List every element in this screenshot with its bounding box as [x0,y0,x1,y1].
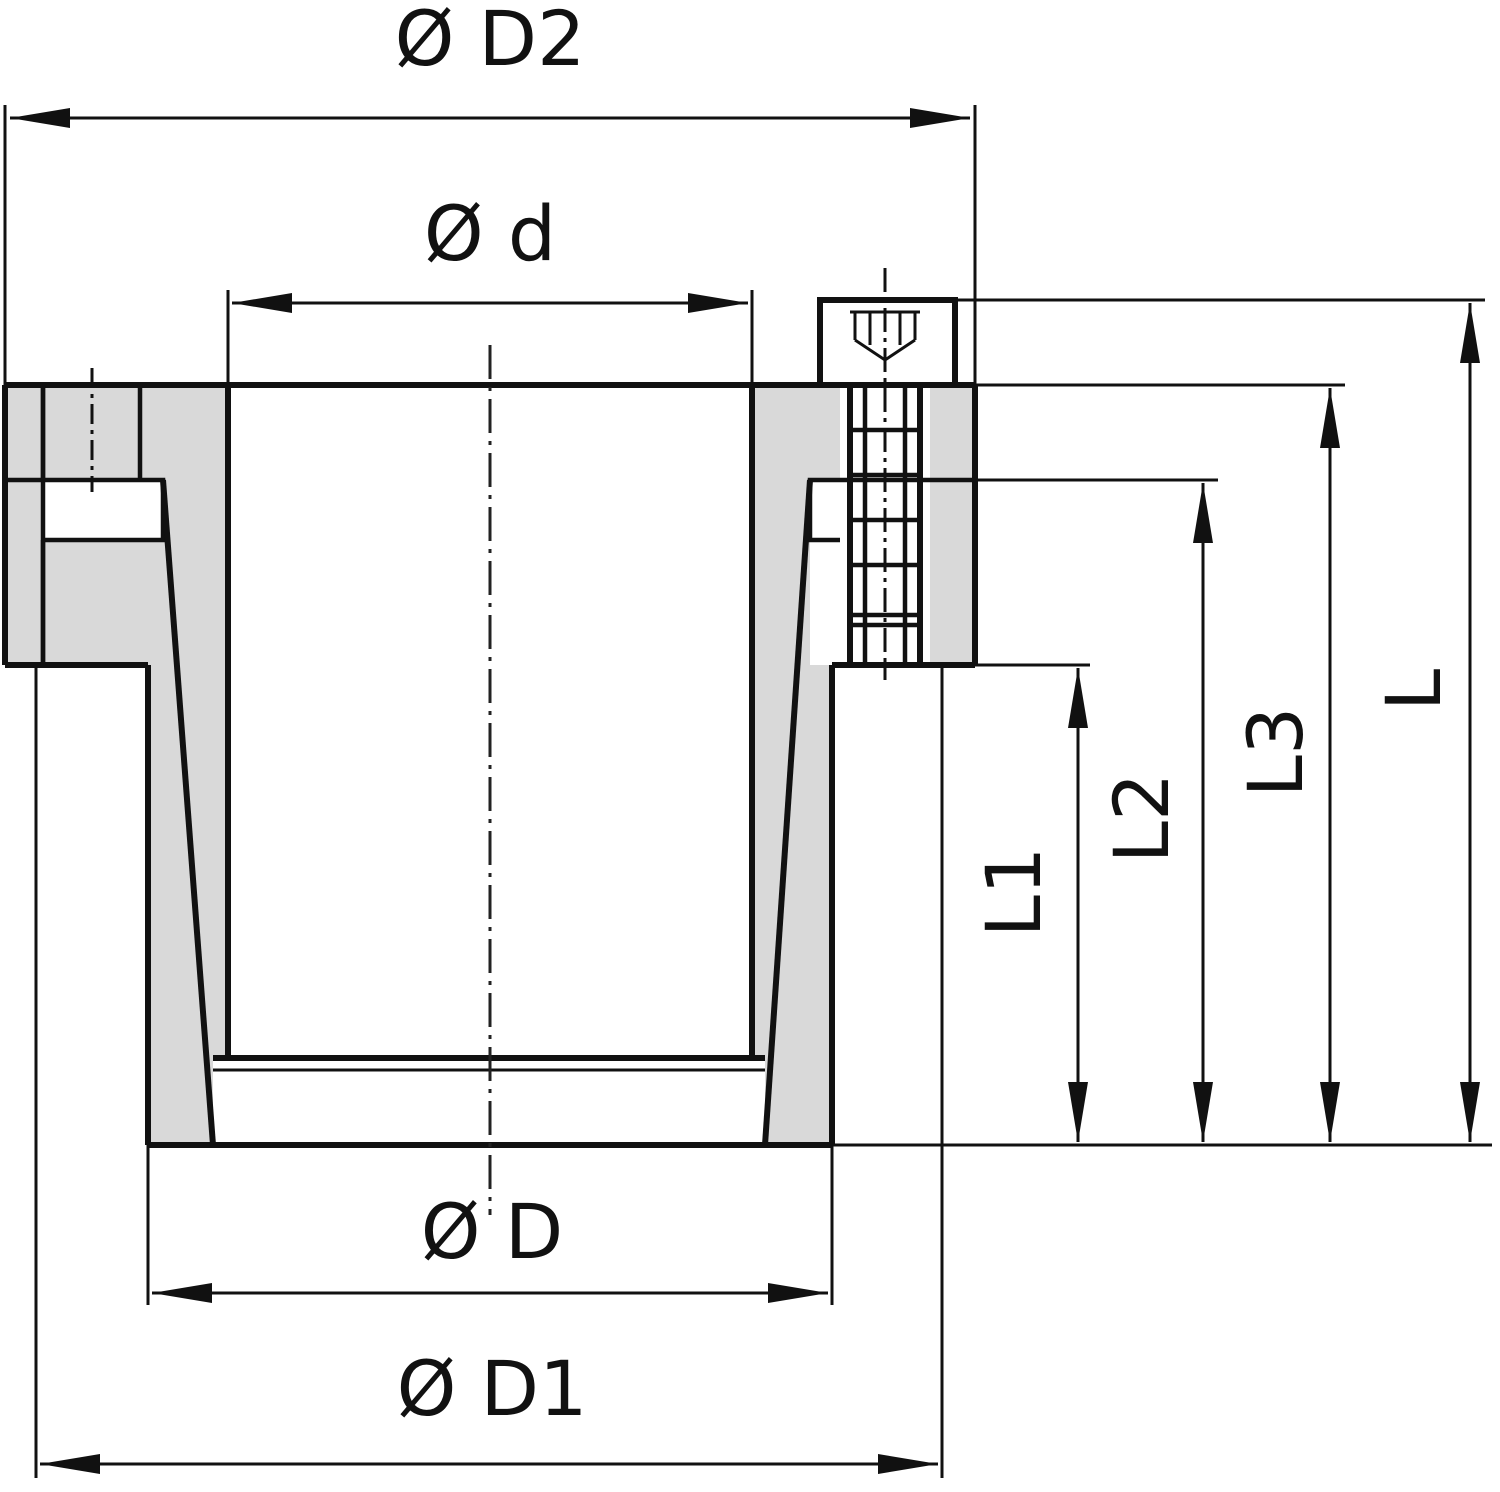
label-l1: L1 [969,847,1058,938]
dimension-lines [10,108,1480,1474]
label-l2: L2 [1097,773,1186,864]
section-left [7,387,228,1145]
label-d1: Ø D1 [397,1344,588,1433]
flange-left-outer [7,387,43,665]
label-L: L [1369,669,1458,711]
wall-right [752,387,840,1145]
dimension-labels: Ø D2 Ø d Ø D Ø D1 L1 L2 L3 L [395,0,1458,1433]
label-l3: L3 [1231,707,1320,798]
label-d2: Ø D2 [395,0,586,83]
flange-left-upper [43,387,163,480]
label-D: Ø D [421,1187,564,1276]
wall-left [148,387,228,1145]
flange-right-outer [930,387,974,665]
flange-left-lower [43,540,163,665]
cap-screw [817,268,958,680]
label-d: Ø d [424,189,556,278]
extension-lines [3,105,1492,1478]
